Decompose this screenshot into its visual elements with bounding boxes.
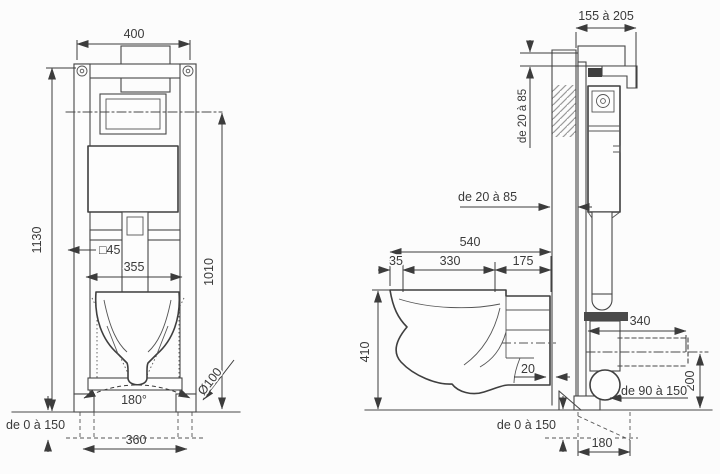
dimension-plate-height: 1010 bbox=[202, 112, 226, 410]
dimension-outlet-reach: 340 bbox=[587, 312, 687, 352]
dim-label-ceiling-bracket-range: de 20 à 85 bbox=[517, 89, 529, 143]
frame-feet bbox=[66, 393, 205, 439]
dim-label-pan-rim-height: 410 bbox=[358, 342, 372, 363]
dim-label-frame-width: 400 bbox=[124, 27, 145, 41]
dim-label-segment-3: 175 bbox=[513, 254, 534, 268]
flush-pipe-side bbox=[587, 211, 621, 311]
dim-label-pan-total-depth: 540 bbox=[460, 235, 481, 249]
fixing-bolt-icon bbox=[76, 65, 88, 77]
flush-pipe-front bbox=[121, 211, 149, 293]
wall-section bbox=[551, 49, 577, 406]
outlet-flange bbox=[584, 312, 628, 321]
dimension-pan-total-depth: 540 bbox=[389, 235, 552, 292]
dimension-outlet-axis-height: 200 bbox=[681, 353, 704, 409]
fixing-bolt-icon bbox=[182, 65, 194, 77]
dim-label-base-depth: 180 bbox=[592, 436, 613, 450]
dimension-ceiling-bracket-range: de 20 à 85 bbox=[517, 40, 590, 148]
side-view: 155 à 205 de 20 à 85 de 20 à 85 540 bbox=[358, 9, 713, 456]
dim-label-outlet-height-range: de 90 à 150 bbox=[621, 384, 687, 398]
toilet-bowl-side bbox=[389, 289, 556, 395]
dim-label-plate-height: 1010 bbox=[202, 258, 216, 286]
dim-label-pan-fixing-width: 355 bbox=[124, 260, 145, 274]
dimension-pan-rim-height: 410 bbox=[358, 289, 390, 410]
fill-valve-icon bbox=[596, 94, 610, 108]
frame-rail-side bbox=[577, 61, 587, 399]
outlet-assembly bbox=[584, 312, 709, 401]
dim-label-outlet-axis-height: 200 bbox=[683, 371, 697, 392]
dim-label-segment-1: 35 bbox=[389, 254, 403, 268]
dim-label-outlet-reach: 340 bbox=[630, 314, 651, 328]
dim-label-segment-2: 330 bbox=[440, 254, 461, 268]
dimension-feet-spacing: 360 bbox=[82, 433, 188, 453]
dimension-frame-width: 400 bbox=[76, 27, 191, 60]
dim-label-top-depth-range: 155 à 205 bbox=[578, 9, 634, 23]
dimension-pan-fixing-width: 355 bbox=[85, 258, 183, 281]
dimension-outlet-height-range: de 90 à 150 bbox=[609, 382, 689, 402]
bracket-clamp-icon bbox=[588, 68, 602, 77]
dim-label-cladding-gap: de 20 à 85 bbox=[458, 190, 517, 204]
dim-label-floor-adjust-front: de 0 à 150 bbox=[6, 418, 65, 432]
dimension-cladding-gap: de 20 à 85 bbox=[458, 190, 592, 211]
dimension-service-duct: □45 bbox=[67, 243, 121, 257]
cistern-side bbox=[587, 85, 621, 213]
dimension-base-depth: 180 bbox=[577, 434, 631, 456]
dimension-floor-adjust-side: de 0 à 150 bbox=[495, 396, 567, 452]
dim-label-floor-adjust-side: de 0 à 150 bbox=[497, 418, 556, 432]
dim-label-swivel-angle: 180° bbox=[121, 393, 147, 407]
dim-label-feet-spacing: 360 bbox=[126, 433, 147, 447]
dimension-top-depth-range: 155 à 205 bbox=[575, 9, 637, 88]
dimension-frame-height: 1130 bbox=[30, 67, 76, 412]
inspection-window bbox=[99, 93, 167, 135]
dim-label-frame-height: 1130 bbox=[30, 227, 44, 254]
dim-label-service-duct: □45 bbox=[99, 243, 121, 257]
outlet-elbow bbox=[589, 369, 621, 401]
dimension-pan-depth-segments: 35 330 175 bbox=[378, 252, 552, 292]
wall-bracket bbox=[588, 65, 638, 89]
dimension-pan-wall-gap: 20 bbox=[514, 360, 570, 381]
dim-label-pan-wall-gap: 20 bbox=[521, 362, 535, 376]
cistern-front bbox=[87, 145, 179, 213]
dimension-floor-adjust-front: de 0 à 150 bbox=[6, 396, 65, 452]
